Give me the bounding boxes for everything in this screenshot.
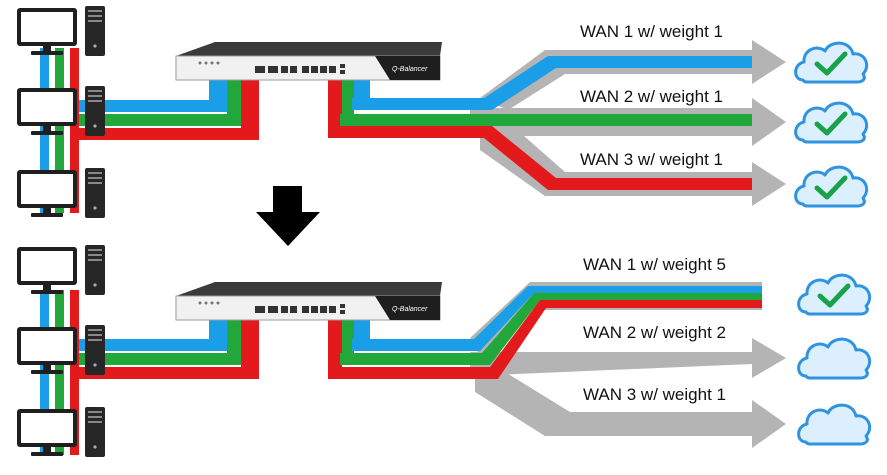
top-router: Q-Balancer [175,42,442,81]
cloud-check-icon [794,101,869,144]
cloud-check-icon [797,273,872,316]
cloud-check-icon [794,41,869,84]
top-wan1-label: WAN 1 w/ weight 1 [580,22,723,41]
down-arrow-icon [256,186,320,246]
top-scenario: Q-Balancer WAN 1 w/ weight 1 WAN 2 w/ we… [17,6,869,218]
bottom-router: Q-Balancer [175,282,442,321]
bottom-wan1-label: WAN 1 w/ weight 5 [583,255,726,274]
bottom-wan-cables [328,286,762,379]
cloud-icon [797,337,872,380]
top-wan3-label: WAN 3 w/ weight 1 [580,150,723,169]
bottom-wan2-label: WAN 2 w/ weight 2 [583,323,726,342]
top-router-brand: Q-Balancer [392,66,428,73]
bottom-wan3-label: WAN 3 w/ weight 1 [583,385,726,404]
bottom-computer-1 [17,245,105,295]
top-wan-cables [328,56,752,190]
cloud-check-icon [794,165,869,208]
cloud-icon [797,403,872,446]
top-wan2-label: WAN 2 w/ weight 1 [580,87,723,106]
bottom-router-brand: Q-Balancer [392,306,428,313]
bottom-scenario: Q-Balancer WAN 1 w/ weight 5 WAN 2 w/ we… [17,245,872,457]
